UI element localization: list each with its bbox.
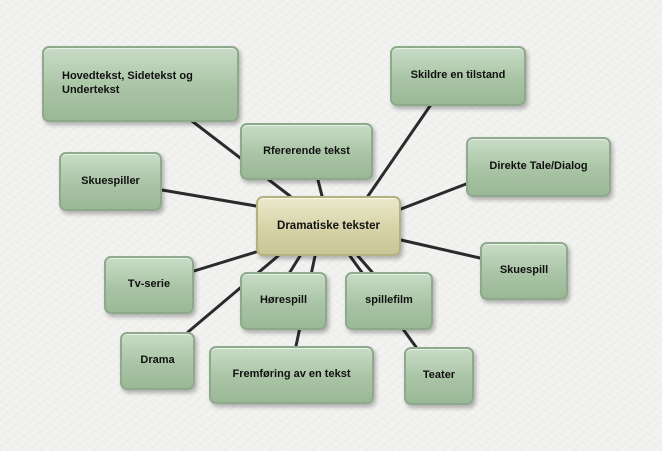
connector-drama	[186, 254, 280, 334]
node-label: Direkte Tale/Dialog	[489, 160, 588, 173]
node-label: Tv-serie	[127, 278, 171, 291]
node-label: Fremføring av en tekst	[232, 368, 351, 381]
node-label: Rfererende tekst	[263, 144, 350, 157]
connector-direkte	[399, 182, 468, 211]
node-label: Skuespill	[499, 264, 549, 277]
connector-tvserie	[192, 250, 258, 273]
node-label: Teater	[422, 369, 456, 382]
node-label: Hovedtekst, Sidetekst og Undertekst	[62, 70, 193, 96]
node-spillefilm[interactable]: spillefilm	[345, 272, 433, 330]
node-label: Drama	[140, 354, 175, 367]
node-teater[interactable]: Teater	[404, 347, 474, 405]
node-label: Skuespiller	[81, 174, 140, 187]
node-tvserie[interactable]: Tv-serie	[104, 256, 194, 314]
node-refererende[interactable]: Rfererende tekst	[240, 123, 373, 180]
connector-skuespiller	[160, 188, 258, 208]
node-fremforing[interactable]: Fremføring av en tekst	[209, 346, 374, 404]
node-skildre[interactable]: Skildre en tilstand	[390, 46, 526, 106]
node-direkte[interactable]: Direkte Tale/Dialog	[466, 137, 611, 197]
node-hovedtekst[interactable]: Hovedtekst, Sidetekst og Undertekst	[42, 46, 239, 122]
node-horespill[interactable]: Hørespill	[240, 272, 327, 330]
node-drama[interactable]: Drama	[120, 332, 195, 390]
connector-skildre	[366, 104, 432, 198]
node-label: Hørespill	[259, 294, 308, 307]
connector-refererende	[316, 178, 324, 198]
node-skuespill[interactable]: Skuespill	[480, 242, 568, 300]
connector-skuespill	[399, 238, 482, 260]
node-skuespiller[interactable]: Skuespiller	[59, 152, 162, 211]
connector-spillefilm	[356, 254, 374, 274]
node-center-dramatiske-tekster[interactable]: Dramatiske tekster	[256, 196, 401, 256]
center-label: Dramatiske tekster	[277, 219, 380, 232]
node-label: Skildre en tilstand	[410, 69, 506, 82]
connector-hovedtekst	[186, 116, 292, 198]
node-label: spillefilm	[365, 294, 413, 307]
connector-horespill	[288, 254, 302, 274]
